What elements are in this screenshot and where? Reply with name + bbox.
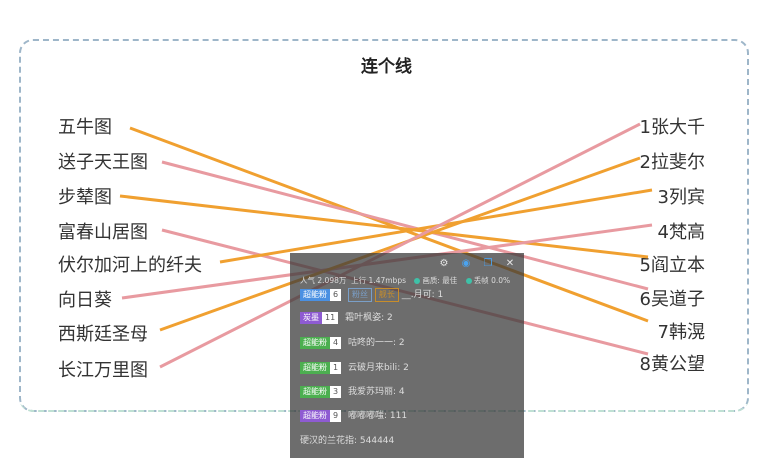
user-name: 嘟嘟嘟嗤 [347,411,384,421]
gift-count: : 4 [392,387,405,397]
live-stats-overlay: ⚙ ◉ ❐ ✕ 人气 2.098万 上行 1.47mbps 画质: 最佳 丢帧 … [290,253,524,458]
upload-label: 上行 [351,276,367,285]
link-songzi-wudaozi [161,160,649,291]
right-item-5[interactable]: 5阎立本 [639,255,705,276]
fan-badge: 超能粉 [300,385,330,398]
left-item-4[interactable]: 富春山居图 [58,222,148,243]
left-item-8[interactable]: 长江万里图 [58,360,148,381]
right-item-6[interactable]: 6吴道子 [639,289,705,310]
gift-count: : 1 [431,290,444,300]
fan-badge: 超能粉 [300,336,330,349]
right-item-8[interactable]: 8黄公望 [639,354,705,375]
overlay-toolbar: ⚙ ◉ ❐ ✕ [438,258,516,269]
quality-dot-icon [414,278,421,284]
gift-count: : 111 [383,411,408,421]
stream-stats: 人气 2.098万 上行 1.47mbps 画质: 最佳 丢帧 0.0% [300,275,510,286]
left-item-5[interactable]: 伏尔加河上的纤夫 [58,255,202,276]
left-item-7[interactable]: 西斯廷圣母 [58,324,148,345]
fan-level: 6 [330,288,342,301]
refresh-icon[interactable]: ◉ [461,258,471,269]
fan-badge: 炭墨 [300,311,322,324]
gear-icon[interactable]: ⚙ [439,258,449,269]
user-name: 云破月来bili [347,363,398,373]
gift-count: : 2 [392,338,405,348]
fan-level: 3 [330,385,342,398]
loss-label: 丢帧 0.0% [473,276,511,285]
link-wuniutu-hanhuang [129,126,649,323]
fan-badge: 超能粉 [300,409,330,422]
user-name: 我爱苏玛丽 [347,387,393,397]
extra-badge: 粉丝 [347,287,372,302]
right-item-3[interactable]: 3列宾 [657,187,705,208]
fan-badge: 超能粉 [300,361,330,374]
left-item-3[interactable]: 步辇图 [58,187,112,208]
fan-level: 9 [330,409,342,422]
user-name: __.月可 [401,290,432,300]
popularity-label: 人气 [300,276,315,285]
gift-count: : 2 [397,363,409,373]
left-item-2[interactable]: 送子天王图 [58,152,148,173]
fan-level: 4 [330,336,342,349]
fan-level: 11 [322,311,339,324]
window-icon[interactable]: ❐ [483,258,493,269]
upload-value: 1.47mbps [368,276,406,285]
right-item-4[interactable]: 4梵高 [657,222,705,243]
loss-dot-icon [465,278,472,284]
link-bunian-yanliben [119,194,649,259]
left-item-1[interactable]: 五牛图 [58,117,112,138]
close-icon[interactable]: ✕ [505,258,515,269]
right-item-1[interactable]: 1张大千 [639,117,705,138]
fan-badge: 超能粉 [300,288,330,301]
popularity-value: 2.098万 [317,276,347,285]
gift-count: : 2 [381,313,393,323]
left-item-6[interactable]: 向日葵 [58,290,112,311]
captain-badge: 舰长 [374,287,399,302]
overlay-footer: 硬汉的兰花指: 544444 [300,436,395,446]
page-title: 连个线 [361,57,412,77]
right-item-7[interactable]: 7韩滉 [657,322,705,343]
fan-level: 1 [330,361,342,374]
link-changjiang-zhangdaqian [159,122,641,369]
right-item-2[interactable]: 2拉斐尔 [639,152,705,173]
quality-label: 画质: 最佳 [422,276,458,285]
user-name: 霜叶枫姿 [345,313,382,323]
user-name: 咕咚的一一 [347,338,393,348]
